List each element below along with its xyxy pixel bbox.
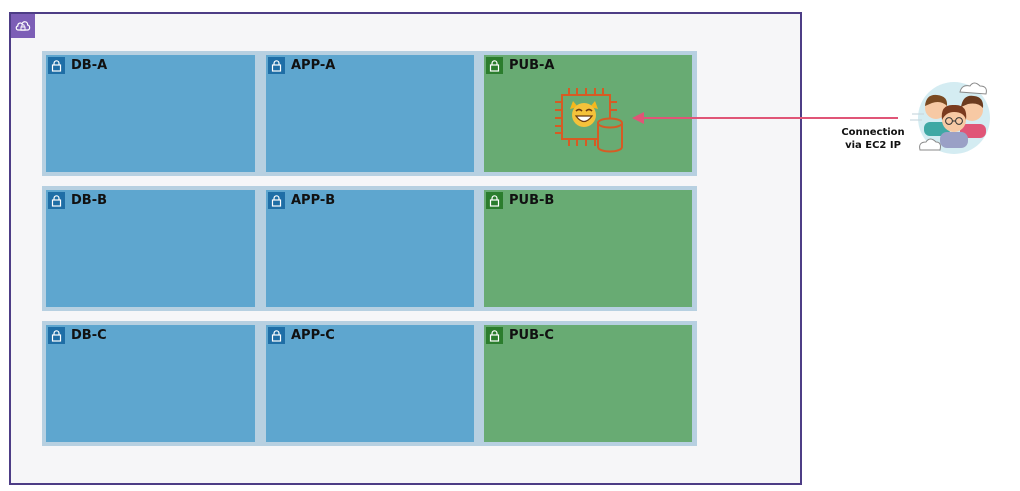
subnet-label: DB-B <box>71 193 108 208</box>
subnet-label: PUB-C <box>509 328 554 343</box>
subnet-db-a: DB-A <box>46 55 255 172</box>
users-group-icon <box>910 82 990 154</box>
subnet-app-b: APP-B <box>266 190 474 307</box>
lock-icon <box>486 57 503 74</box>
connection-label-line2: via EC2 IP <box>845 140 901 151</box>
subnet-app-a: APP-A <box>266 55 474 172</box>
connection-arrow <box>632 112 898 124</box>
availability-zone-row-b: DB-B APP-B PUB-B <box>42 186 697 311</box>
grinning-cat-emoji <box>570 101 598 127</box>
subnet-db-c: DB-C <box>46 325 255 442</box>
lock-icon <box>268 327 285 344</box>
subnet-label: DB-C <box>71 328 107 343</box>
lock-icon <box>268 192 285 209</box>
subnet-pub-b: PUB-B <box>484 190 692 307</box>
lock-icon <box>48 57 65 74</box>
subnet-app-c: APP-C <box>266 325 474 442</box>
cloud-lock-icon <box>11 14 35 38</box>
subnet-label: APP-C <box>291 328 335 343</box>
connection-label-line1: Connection <box>841 127 905 138</box>
subnet-label: PUB-B <box>509 193 555 208</box>
subnet-label: PUB-A <box>509 58 555 73</box>
lock-icon <box>268 57 285 74</box>
subnet-label: DB-A <box>71 58 108 73</box>
availability-zone-row-c: DB-C APP-C PUB-C <box>42 321 697 446</box>
lock-icon <box>48 327 65 344</box>
database-cylinder-icon <box>597 117 623 153</box>
lock-icon <box>48 192 65 209</box>
connection-label: Connection via EC2 IP <box>828 126 918 152</box>
subnet-label: APP-A <box>291 58 336 73</box>
subnet-db-b: DB-B <box>46 190 255 307</box>
lock-icon <box>486 192 503 209</box>
lock-icon <box>486 327 503 344</box>
subnet-pub-c: PUB-C <box>484 325 692 442</box>
ec2-chip-icon[interactable] <box>554 87 626 155</box>
subnet-label: APP-B <box>291 193 336 208</box>
